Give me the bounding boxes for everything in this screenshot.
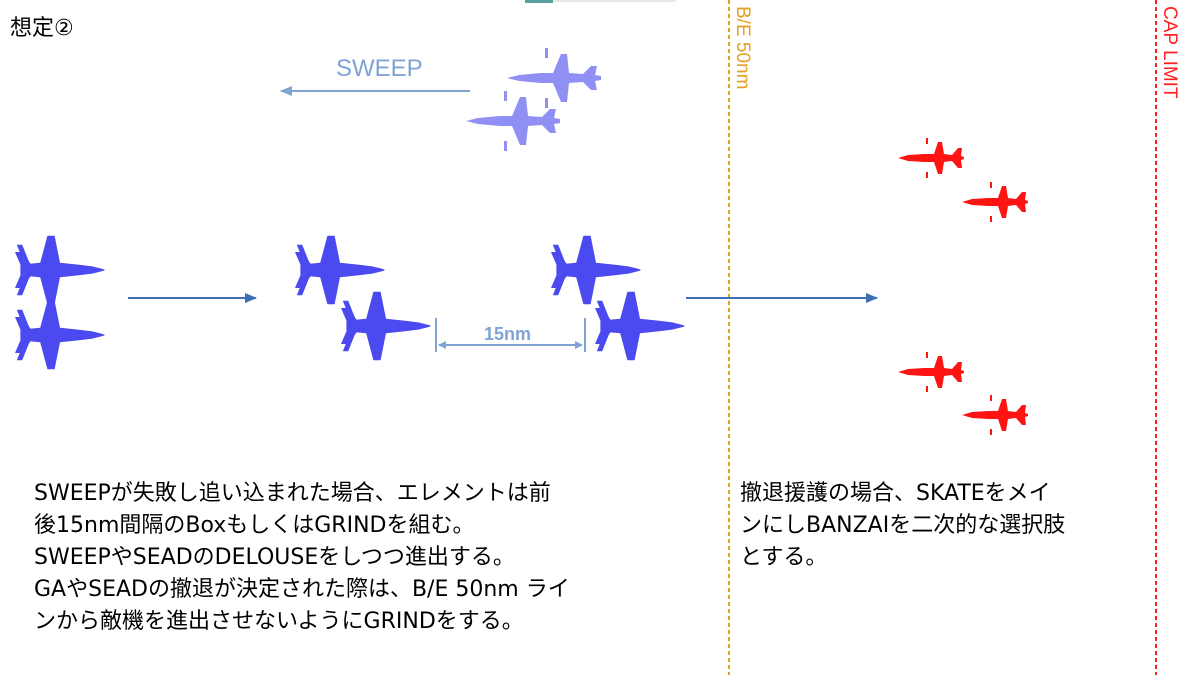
left-note-line: SWEEPが失敗し追い込まれた場合、エレメントは前 (34, 478, 570, 510)
f15-jet-icon (295, 236, 385, 304)
f15-jet-icon (341, 292, 431, 360)
left-note-line: 後15nm間隔のBoxもしくはGRINDを組む。 (34, 510, 570, 542)
be-50nm-label: B/E 50nm (731, 6, 753, 89)
cap-limit-label: CAP LIMIT (1158, 6, 1180, 99)
right-note-line: とする。 (740, 542, 1065, 574)
f15-jet-icon (15, 236, 105, 304)
left-note-line: SWEEPやSEADのDELOUSEをしつつ進出する。 (34, 542, 570, 574)
hostile-jet-icon (962, 182, 1028, 222)
left-note-line: ンから敵機を進出させないようにGRINDをする。 (34, 606, 570, 638)
left-note-line: GAやSEADの撤退が決定された際は、B/E 50nm ライ (34, 574, 570, 606)
spacing-label: 15nm (484, 324, 531, 345)
hostile-jet-icon (898, 352, 964, 392)
top-mark (525, 0, 553, 3)
right-note-line: 撤退援護の場合、SKATEをメイ (740, 478, 1065, 510)
slide-title: 想定② (10, 10, 74, 42)
f15-jet-icon (15, 301, 105, 369)
hostile-jet-icon (898, 138, 964, 178)
right-note-line: ンにしBANZAIを二次的な選択肢 (740, 510, 1065, 542)
right-note: 撤退援護の場合、SKATEをメイ ンにしBANZAIを二次的な選択肢 とする。 (740, 478, 1065, 574)
f15-jet-icon (595, 292, 685, 360)
left-note: SWEEPが失敗し追い込まれた場合、エレメントは前 後15nm間隔のBoxもしく… (34, 478, 570, 638)
hostile-jet-icon (962, 395, 1028, 435)
sweep-label: SWEEP (336, 55, 423, 83)
